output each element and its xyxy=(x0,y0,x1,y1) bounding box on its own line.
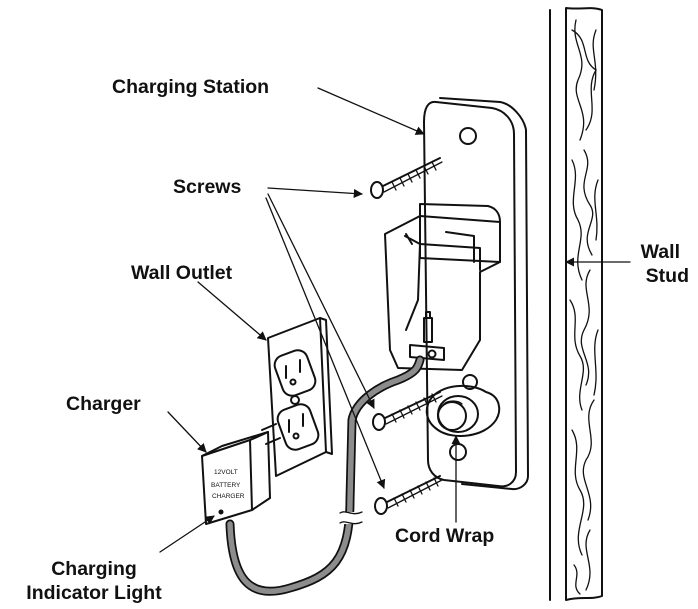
charger-face-line3: CHARGER xyxy=(212,493,245,500)
label-screws: Screws xyxy=(173,176,241,198)
label-charging-indicator-line1: Charging xyxy=(51,558,137,580)
charger-face-line2: BATTERY xyxy=(211,482,241,489)
screw-middle xyxy=(372,391,443,431)
cord-wrap-knob xyxy=(425,384,501,437)
label-wall-stud-line1: Wall xyxy=(641,241,680,263)
wall-stud xyxy=(549,7,603,601)
charger-cord xyxy=(225,355,425,596)
top-screw-hole xyxy=(459,127,477,145)
charger: 12VOLT BATTERY CHARGER xyxy=(201,423,281,525)
charger-face-line1: 12VOLT xyxy=(214,469,238,476)
label-charging-station: Charging Station xyxy=(112,76,269,98)
leader-lines xyxy=(159,87,631,553)
label-charger: Charger xyxy=(66,393,141,415)
wall-outlet xyxy=(267,317,333,477)
wood-grain xyxy=(569,19,599,595)
label-cord-wrap: Cord Wrap xyxy=(395,525,494,547)
screw-top xyxy=(370,157,443,199)
screw-bottom xyxy=(374,475,443,515)
lower-screw-hole-1 xyxy=(462,374,478,390)
lower-screw-hole-2 xyxy=(449,443,467,461)
label-charging-indicator-line2: Indicator Light xyxy=(26,582,162,604)
charging-station xyxy=(384,97,529,491)
indicator-light xyxy=(218,509,224,515)
label-wall-outlet: Wall Outlet xyxy=(131,262,233,284)
label-wall-stud-line2: Stud xyxy=(646,265,689,287)
charging-pin xyxy=(409,311,445,361)
